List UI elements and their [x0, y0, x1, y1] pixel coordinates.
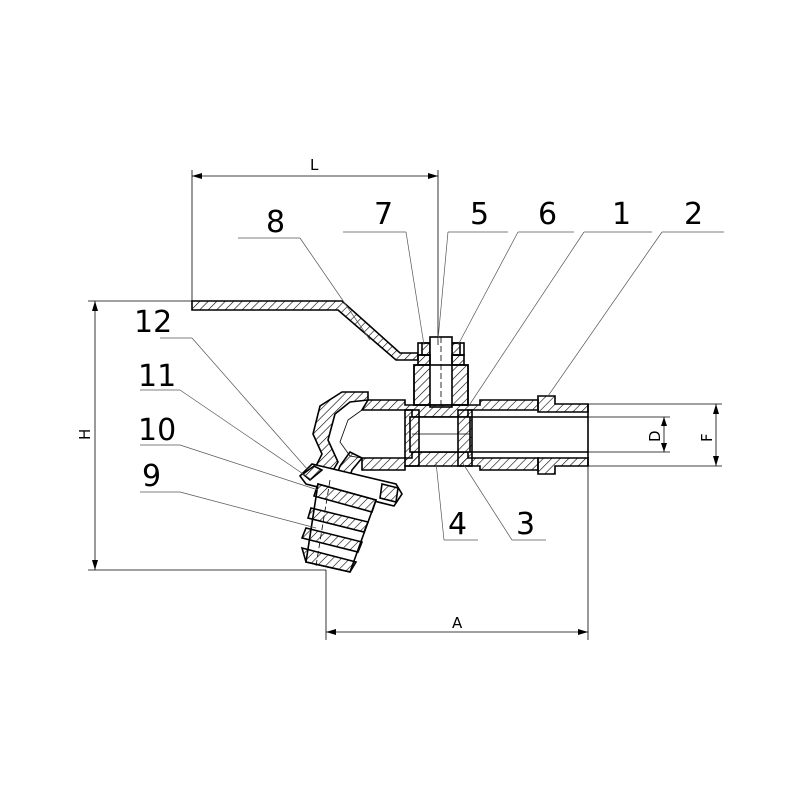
- part-label-1: 1: [612, 197, 631, 232]
- callout-10: 10: [138, 413, 319, 491]
- dimension-A-label: A: [452, 614, 463, 632]
- handle-lever: [191, 300, 419, 361]
- callout-7: 7: [343, 197, 425, 346]
- dimension-L: L: [191, 156, 439, 345]
- part-label-9: 9: [142, 459, 161, 494]
- dimension-D-label: D: [646, 430, 664, 442]
- dimension-H: H: [76, 300, 326, 571]
- stem-assembly: [413, 336, 469, 408]
- callout-9: 9: [140, 459, 317, 529]
- callout-2: 2: [547, 197, 724, 397]
- part-label-11: 11: [138, 359, 176, 394]
- dimension-L-label: L: [310, 156, 319, 174]
- callout-6: 6: [457, 197, 574, 346]
- part-label-4: 4: [448, 507, 467, 542]
- dimension-H-label: H: [76, 429, 94, 440]
- callout-4: 4: [435, 461, 478, 542]
- part-label-10: 10: [138, 413, 176, 448]
- part-label-2: 2: [684, 197, 703, 232]
- part-label-3: 3: [516, 507, 535, 542]
- callout-1: 1: [469, 197, 652, 405]
- dimension-D: D: [588, 416, 670, 453]
- inlet-connector: [470, 395, 589, 475]
- part-label-7: 7: [374, 197, 393, 232]
- part-label-6: 6: [538, 197, 557, 232]
- callout-11: 11: [138, 359, 313, 481]
- part-label-12: 12: [134, 305, 172, 340]
- callout-3: 3: [461, 461, 546, 542]
- callout-12: 12: [134, 305, 309, 471]
- part-label-5: 5: [470, 197, 489, 232]
- dimension-F: F: [588, 403, 722, 467]
- callout-5: 5: [437, 197, 508, 341]
- ball-and-seats: [404, 409, 473, 467]
- callout-8: 8: [238, 205, 371, 341]
- part-label-8: 8: [266, 205, 285, 240]
- dimension-A: A: [325, 466, 589, 640]
- hose-outlet: [298, 463, 403, 573]
- dimension-F-label: F: [698, 433, 716, 442]
